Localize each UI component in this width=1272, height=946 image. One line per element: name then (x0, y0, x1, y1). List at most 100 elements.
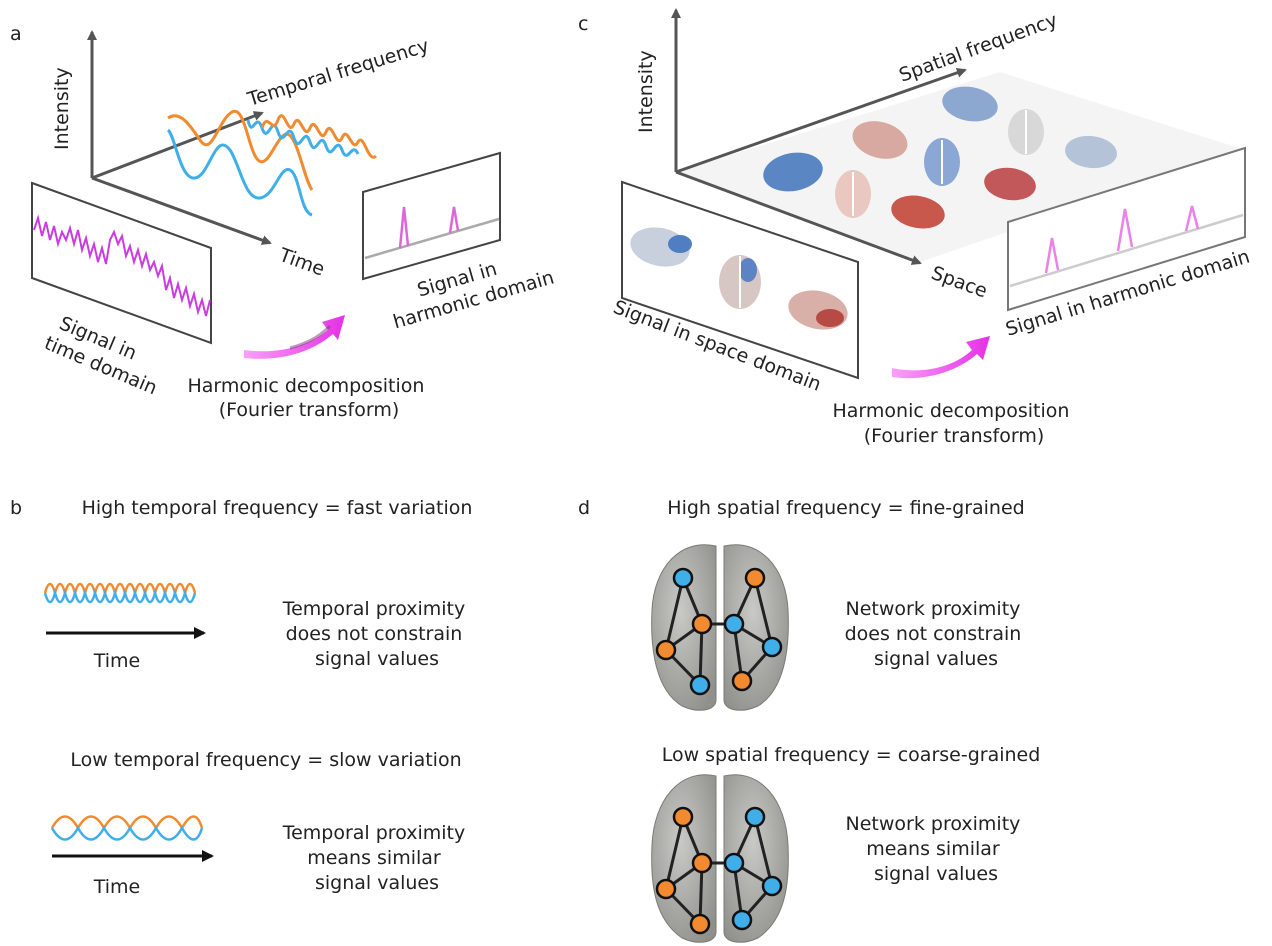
a-intensity-label: Intensity (51, 67, 73, 150)
d-high-desc-line-2: does not constrain (845, 623, 1022, 645)
c-intensity-label: Intensity (635, 50, 657, 133)
b-high-wave-blue (43, 588, 197, 604)
d-low-desc-line-1: Network proximity (846, 813, 1021, 835)
node-blue (761, 636, 783, 658)
a-transform-arrow (244, 315, 345, 359)
a-frequency-axis (91, 111, 264, 180)
b-high-title: High temporal frequency = fast variation (82, 497, 473, 519)
a-time-axis (91, 176, 272, 245)
brain-harmonic-icon (763, 152, 823, 192)
b-low-wave-blue (50, 825, 204, 841)
edge (664, 816, 685, 890)
b-low-time-label: Time (93, 876, 141, 898)
a-wave-high-blue (246, 119, 360, 157)
c-spectrum-peak-3 (1184, 205, 1200, 232)
d-high-description: Network proximity does not constrain sig… (845, 598, 1028, 670)
edge (753, 816, 774, 887)
c-floor-plane (676, 72, 1245, 262)
b-high-desc-line-1: Temporal proximity (282, 598, 466, 620)
edge (664, 577, 685, 651)
a-harmonic-domain-box (362, 151, 501, 281)
a-time-domain-label: Signal in time domain (41, 310, 170, 399)
node-blue (744, 806, 766, 828)
a-harmonic-waves (166, 109, 378, 217)
panel-d-letter: d (578, 497, 590, 519)
edge (753, 577, 774, 648)
node-orange (691, 852, 713, 874)
a-spectrum-peak-1 (398, 206, 410, 249)
network-nodes (655, 567, 783, 696)
b-low-title: Low temporal frequency = slow variation (70, 749, 461, 771)
d-low-brain-network (651, 774, 789, 943)
a-spectrum-baseline (364, 217, 500, 260)
c-space-domain-brains (630, 227, 848, 330)
a-time-label: Time (275, 244, 327, 281)
d-high-brain-network (651, 544, 789, 711)
c-spatial-frequency-label: Spatial frequency (896, 9, 1060, 87)
c-decomposition-line-1: Harmonic decomposition (833, 400, 1070, 422)
b-high-desc-line-2: does not constrain (286, 623, 463, 645)
b-high-wave-orange (43, 582, 197, 598)
c-space-axis (675, 170, 922, 265)
brain-signal-icon (816, 309, 844, 327)
c-spectrum-baseline (1009, 213, 1244, 288)
panel-d: d High spatial frequency = fine-grained (578, 497, 1041, 943)
d-low-desc-line-3: signal values (874, 863, 998, 885)
node-orange (691, 613, 713, 635)
node-orange (672, 806, 694, 828)
network-nodes (655, 806, 783, 935)
node-orange (689, 913, 711, 935)
c-harmonic-brains (763, 86, 1117, 229)
a-time-domain-box (31, 181, 212, 345)
d-high-title: High spatial frequency = fine-grained (667, 497, 1024, 519)
panel-c: c Intensity Spatial frequency Space (578, 8, 1252, 447)
a-temporal-frequency-label: Temporal frequency (244, 35, 432, 111)
brain-harmonic-icon (984, 167, 1036, 201)
node-orange (655, 878, 677, 900)
a-time-domain-signal (33, 214, 211, 317)
node-orange (731, 670, 753, 692)
node-blue (761, 875, 783, 897)
b-low-desc-line-3: signal values (315, 872, 439, 894)
b-low-desc-line-2: means similar (307, 847, 441, 869)
d-low-title: Low spatial frequency = coarse-grained (662, 744, 1041, 766)
brain-signal-icon (739, 258, 757, 282)
node-blue (689, 674, 711, 696)
a-decomposition-line-2: (Fourier transform) (219, 399, 400, 421)
node-orange (744, 567, 766, 589)
a-wave-high-orange (260, 114, 378, 159)
brain-signal-icon (668, 235, 692, 253)
c-transform-arrow (892, 336, 990, 379)
d-low-description: Network proximity means similar signal v… (846, 813, 1027, 885)
a-decomposition-line-1: Harmonic decomposition (188, 375, 425, 397)
b-low-wave-orange (50, 815, 204, 831)
a-wave-low-blue (166, 128, 313, 217)
node-blue (672, 567, 694, 589)
c-spectrum-peak-2 (1116, 208, 1134, 252)
node-orange (655, 639, 677, 661)
a-wave-low-orange (167, 109, 314, 191)
c-decomposition-line-2: (Fourier transform) (864, 425, 1045, 447)
b-low-desc-line-1: Temporal proximity (282, 822, 466, 844)
panel-c-letter: c (578, 13, 588, 35)
b-high-time-label: Time (93, 650, 141, 672)
brain-harmonic-icon (852, 121, 908, 159)
node-blue (723, 852, 745, 874)
d-high-desc-line-1: Network proximity (846, 598, 1021, 620)
node-blue (723, 613, 745, 635)
b-high-desc-line-3: signal values (315, 648, 439, 670)
b-high-description: Temporal proximity does not constrain si… (282, 598, 472, 670)
brain-harmonic-icon (1065, 135, 1117, 169)
c-decomposition-label: Harmonic decomposition (Fourier transfor… (833, 400, 1076, 447)
a-transform-arrow-shadow (289, 324, 332, 350)
panel-b: b High temporal frequency = fast variati… (10, 497, 472, 898)
a-decomposition-label: Harmonic decomposition (Fourier transfor… (188, 375, 431, 421)
panel-a-letter: a (10, 23, 22, 45)
c-frequency-axis (675, 67, 967, 174)
a-spectrum-peak-2 (448, 206, 460, 234)
c-space-label: Space (928, 262, 990, 302)
d-low-desc-line-2: means similar (866, 838, 1000, 860)
brain-harmonic-icon (942, 86, 998, 122)
c-spectrum-peak-1 (1044, 237, 1060, 274)
